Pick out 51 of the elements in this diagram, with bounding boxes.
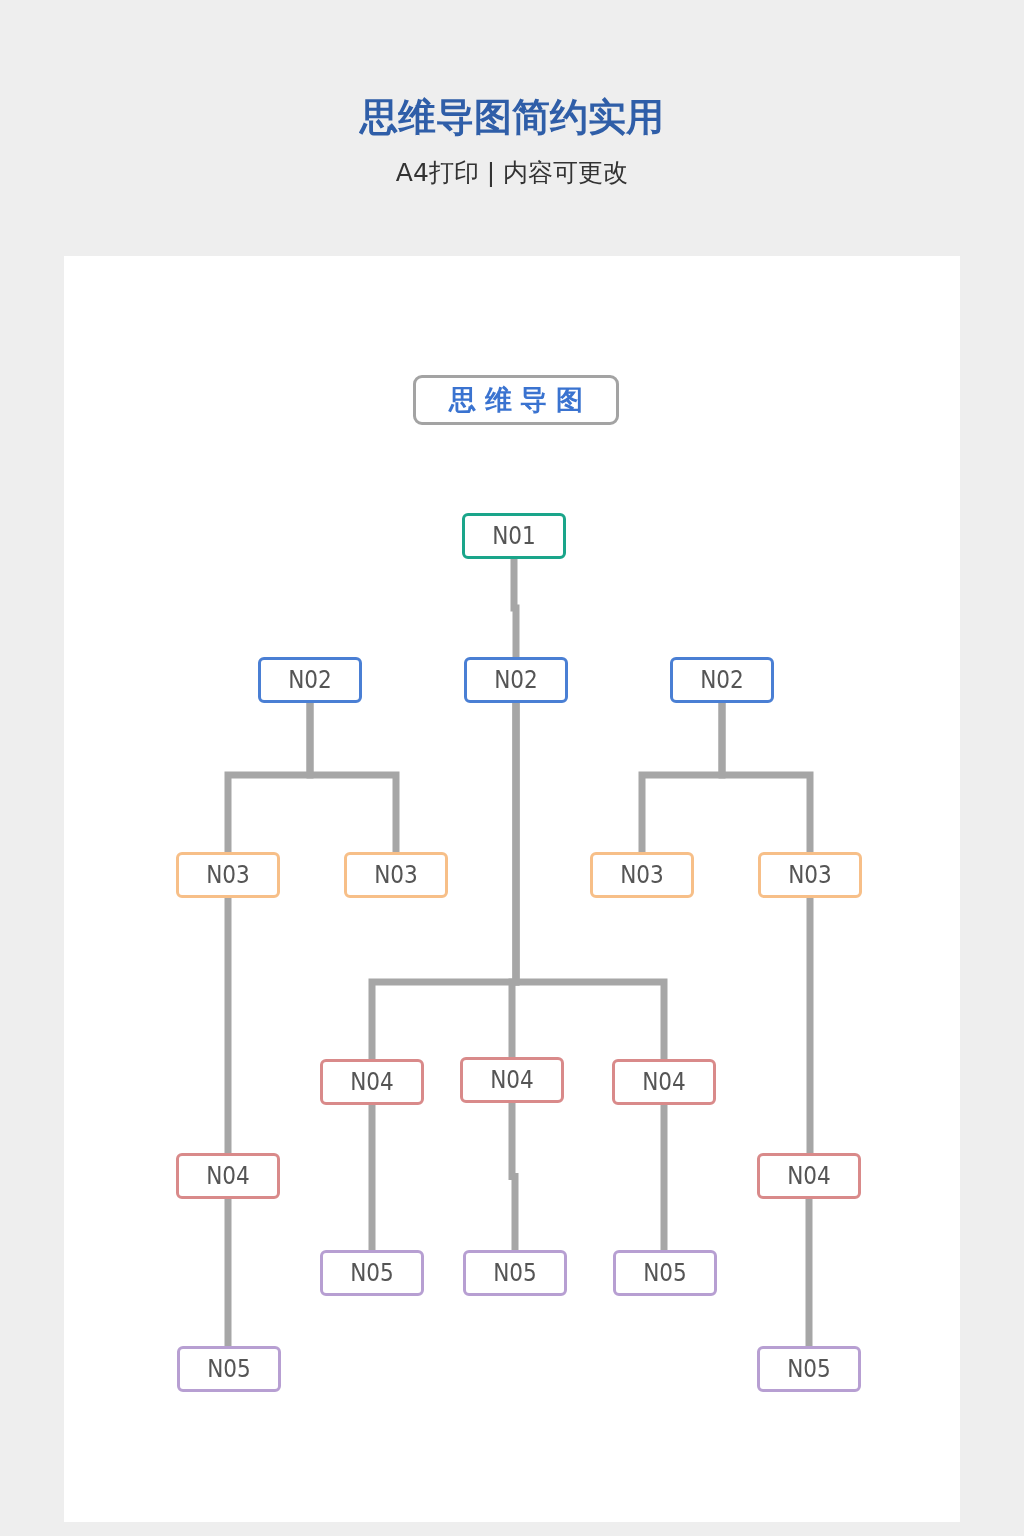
topic-box: [320, 1059, 424, 1105]
topic-box: [177, 1346, 281, 1392]
topic-label: N03: [788, 861, 832, 889]
connector-line: [510, 559, 520, 657]
topic-label: N01: [492, 522, 536, 550]
topic-label: N04: [350, 1068, 394, 1096]
topic-label: N02: [288, 666, 332, 694]
topic-label: N05: [207, 1355, 251, 1383]
topic-box: [176, 852, 280, 898]
topic-box: [613, 1250, 717, 1296]
topic-box: [320, 1250, 424, 1296]
heading-text: 思 维 导 图: [449, 383, 583, 417]
topic-box: [757, 1153, 861, 1199]
topic-box: [460, 1057, 564, 1103]
topic-label: N04: [206, 1162, 250, 1190]
connector-line: [224, 898, 232, 1153]
topic-label: N05: [643, 1259, 687, 1287]
connector-line: [806, 898, 814, 1153]
topic-label: N04: [787, 1162, 831, 1190]
topic-box: [344, 852, 448, 898]
topic-box: [612, 1059, 716, 1105]
topic-label: N02: [494, 666, 538, 694]
topic-label: N05: [493, 1259, 537, 1287]
topic-label: N05: [787, 1355, 831, 1383]
topic-box: [462, 513, 566, 559]
topic-label: N03: [206, 861, 250, 889]
topic-box: [463, 1250, 567, 1296]
topic-label: N03: [620, 861, 664, 889]
connector-line: [660, 1105, 668, 1250]
subtitle: A4打印 | 内容可更改: [395, 157, 629, 189]
topic-box: [258, 657, 362, 703]
topic-box: [670, 657, 774, 703]
connector-line: [224, 1199, 232, 1346]
topic-box: [176, 1153, 280, 1199]
topic-box: [758, 852, 862, 898]
topic-label: N05: [350, 1259, 394, 1287]
topic-box: [757, 1346, 861, 1392]
page-title: 思维导图简约实用: [360, 94, 664, 141]
topic-label: N04: [490, 1066, 534, 1094]
topic-label: N03: [374, 861, 418, 889]
connector-line: [512, 703, 668, 1059]
topic-label: N02: [700, 666, 744, 694]
topic-label: N04: [642, 1068, 686, 1096]
topic-box: [464, 657, 568, 703]
connector-line: [805, 1199, 813, 1346]
connector-line: [508, 1103, 519, 1250]
heading-box: [413, 375, 619, 425]
connector-line: [306, 703, 400, 852]
connector-line: [368, 1105, 376, 1250]
topic-box: [590, 852, 694, 898]
connector-line: [718, 703, 814, 852]
